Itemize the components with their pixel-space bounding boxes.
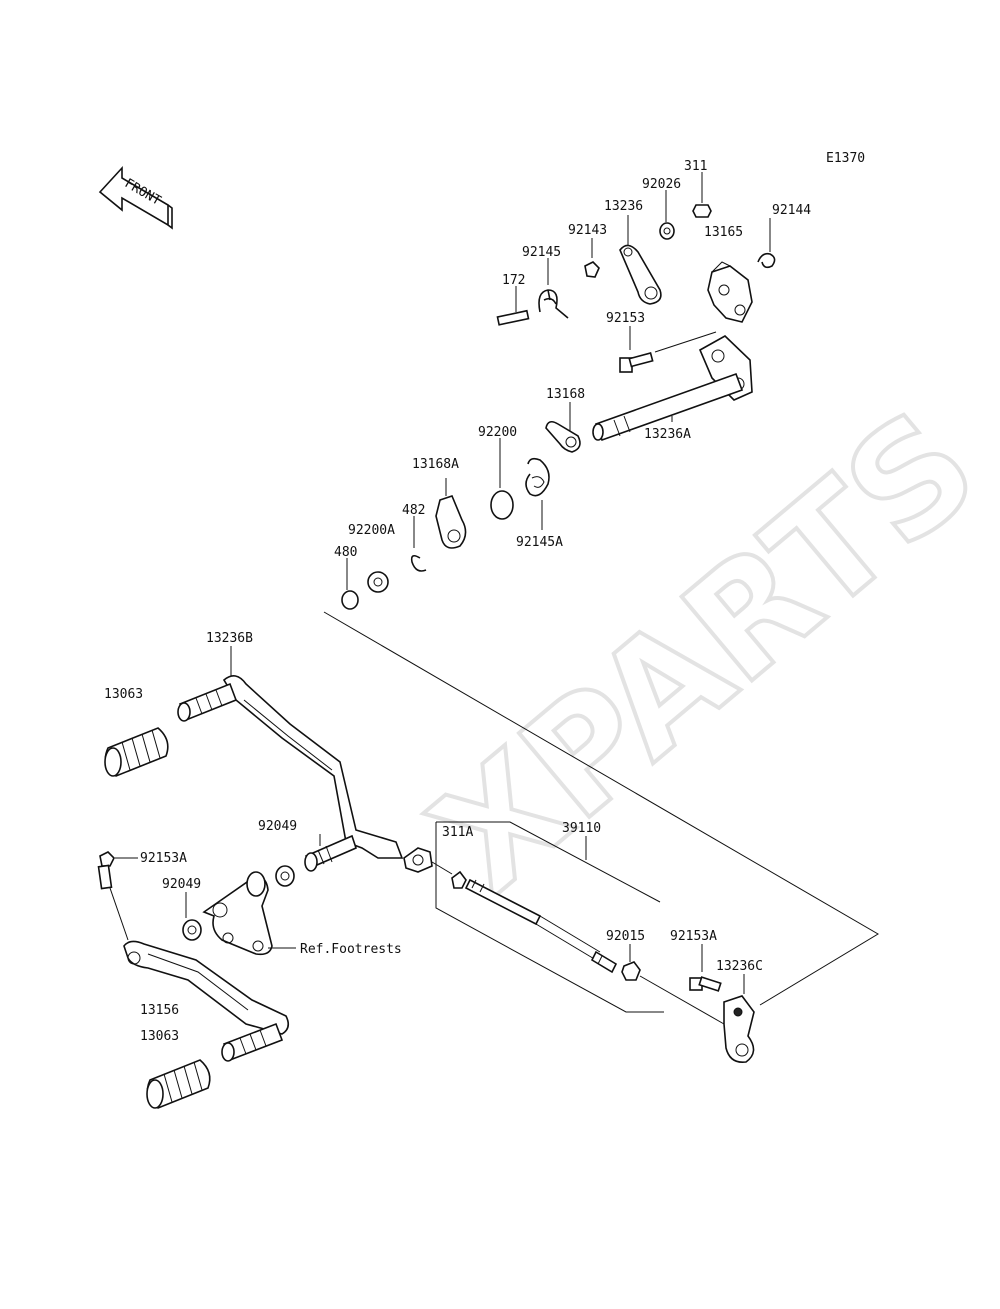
label-13236B: 13236B xyxy=(206,631,253,646)
lever-13156 xyxy=(123,940,290,1035)
washer-92200 xyxy=(490,438,514,520)
clip-482 xyxy=(410,516,427,572)
front-arrow-icon: FRONT xyxy=(98,165,173,230)
reference-line xyxy=(323,611,879,1006)
footpeg-rubber-13063-bottom xyxy=(146,1022,284,1109)
label-92015: 92015 xyxy=(606,929,645,944)
label-311: 311 xyxy=(684,159,707,174)
spring-92145 xyxy=(538,258,569,319)
nut-92015 xyxy=(621,944,725,1025)
label-13063-top: 13063 xyxy=(104,687,143,702)
label-92200: 92200 xyxy=(478,425,517,440)
nut-311 xyxy=(692,172,712,218)
label-480: 480 xyxy=(334,545,357,560)
arm-13236 xyxy=(619,215,662,305)
label-92200A: 92200A xyxy=(348,523,395,538)
label-13236: 13236 xyxy=(604,199,643,214)
bolt-92153 xyxy=(619,326,717,373)
tie-rod-39110 xyxy=(431,821,664,1013)
label-92145A: 92145A xyxy=(516,535,563,550)
label-172: 172 xyxy=(502,273,525,288)
collar-92143 xyxy=(584,238,600,278)
stud-172 xyxy=(496,286,530,326)
label-13168A: 13168A xyxy=(412,457,459,472)
label-92145: 92145 xyxy=(522,245,561,260)
spring-92145A xyxy=(525,457,550,530)
label-482: 482 xyxy=(402,503,425,518)
label-39110: 39110 xyxy=(562,821,601,836)
label-92049-top: 92049 xyxy=(258,819,297,834)
label-13168: 13168 xyxy=(546,387,585,402)
label-92153: 92153 xyxy=(606,311,645,326)
plate-13165 xyxy=(707,261,753,323)
bolt-92153A-left xyxy=(97,851,138,941)
label-92143: 92143 xyxy=(568,223,607,238)
label-13156: 13156 xyxy=(140,1003,179,1018)
shaft-13236A xyxy=(592,335,753,442)
label-13236C: 13236C xyxy=(716,959,763,974)
label-92144: 92144 xyxy=(772,203,811,218)
washer-92200A xyxy=(367,571,389,593)
label-92153A-right: 92153A xyxy=(670,929,717,944)
label-92026: 92026 xyxy=(642,177,681,192)
footrest-bracket xyxy=(202,871,296,956)
footpeg-rubber-13063-top xyxy=(104,727,169,777)
diagram-code: E1370 xyxy=(826,151,865,166)
label-92153A-left: 92153A xyxy=(140,851,187,866)
label-ref-footrests: Ref.Footrests xyxy=(300,942,402,957)
label-311A: 311A xyxy=(442,825,473,840)
seal-92049-top xyxy=(275,834,321,887)
label-13063-bottom: 13063 xyxy=(140,1029,179,1044)
spring-92144 xyxy=(757,218,776,269)
bolt-92153A-right xyxy=(689,944,722,992)
label-13165: 13165 xyxy=(704,225,743,240)
shift-lever-13236B xyxy=(177,646,433,873)
label-13236A: 13236A xyxy=(644,427,691,442)
lever-13168 xyxy=(545,402,581,453)
arm-13236C xyxy=(723,974,755,1064)
label-92049-left: 92049 xyxy=(162,877,201,892)
watermark: XPARTS xyxy=(401,378,1000,927)
washer-92026 xyxy=(659,190,675,240)
lever-13168A xyxy=(435,478,467,549)
circlip-480 xyxy=(341,558,359,610)
seal-92049-left xyxy=(182,892,202,941)
